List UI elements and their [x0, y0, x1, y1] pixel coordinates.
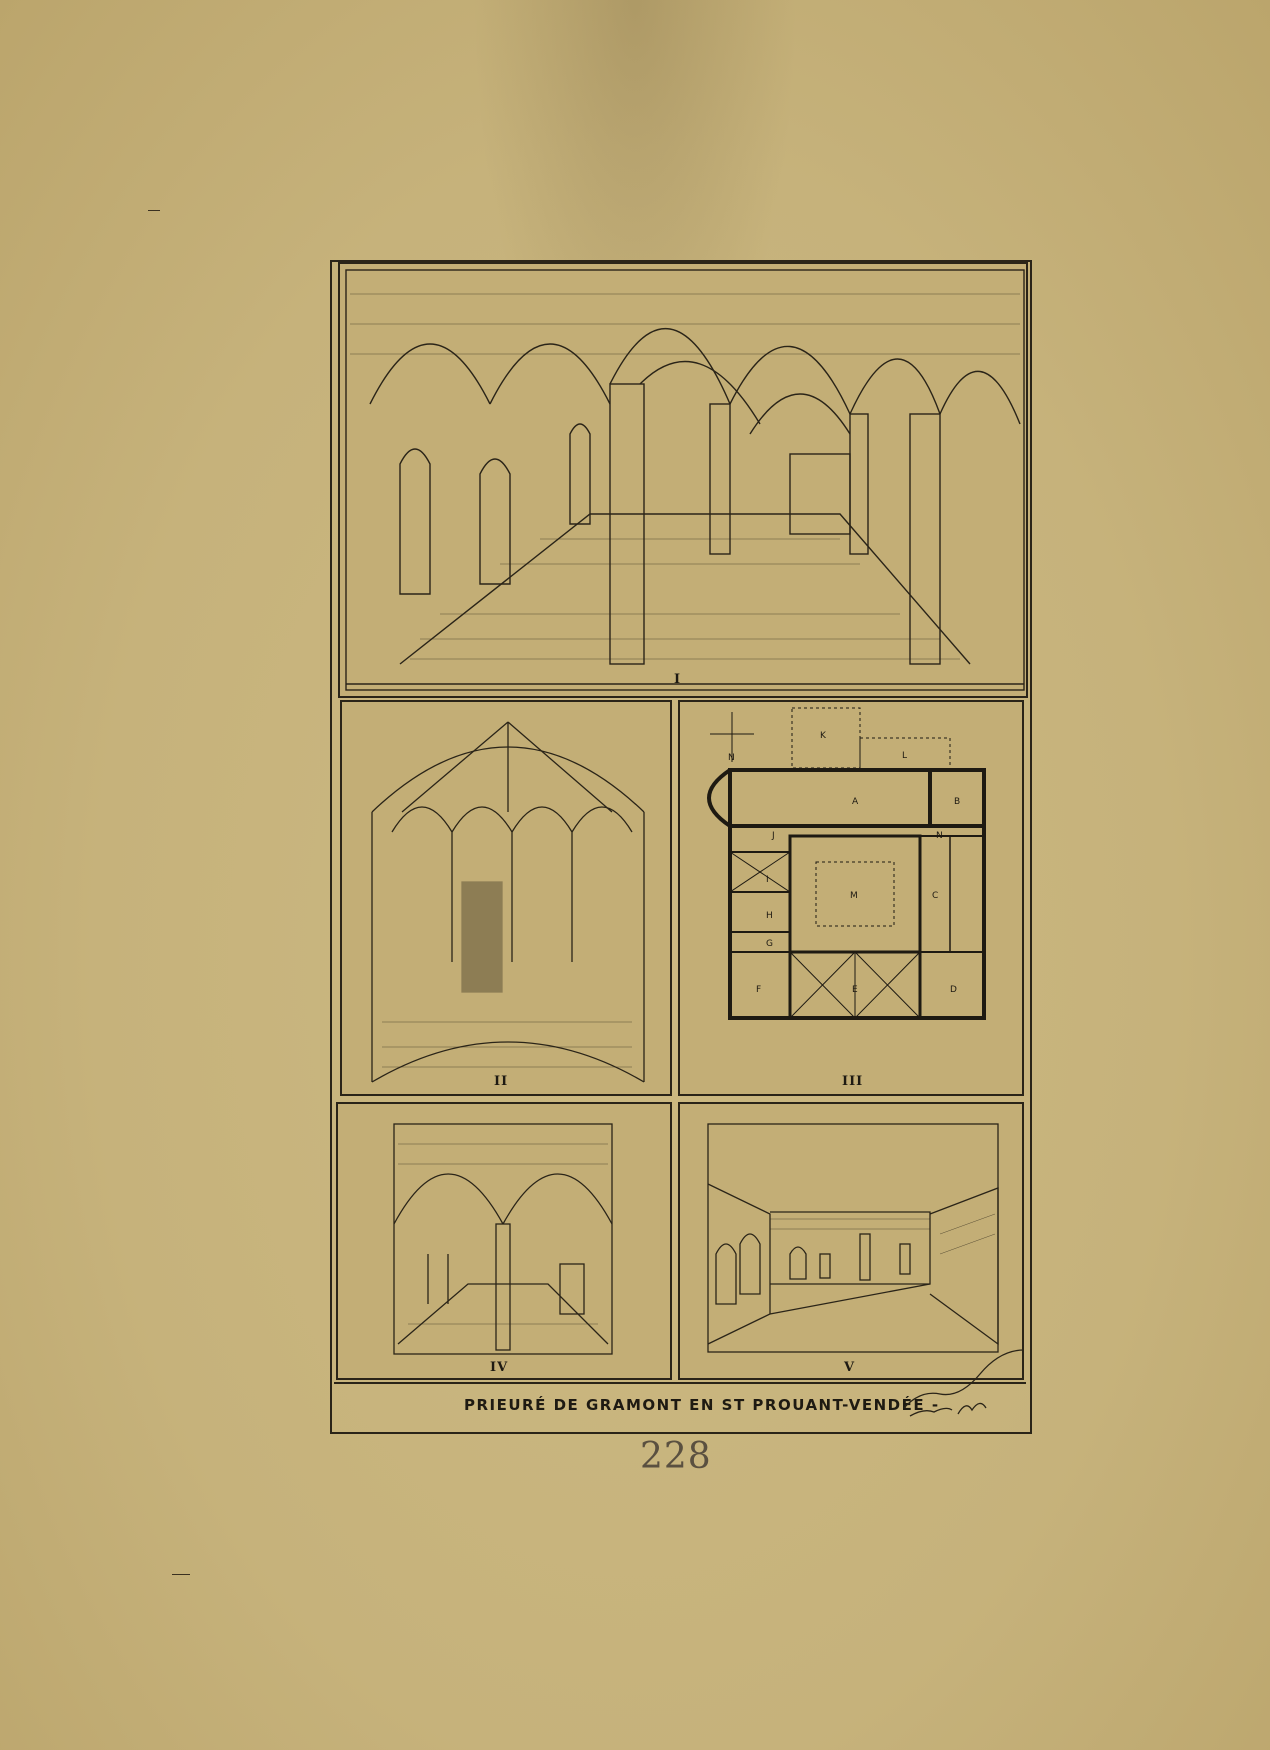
- plan-label-f: F: [756, 985, 761, 995]
- plan-label-m: M: [850, 891, 858, 901]
- plate-frame: [330, 260, 1032, 1434]
- plan-label-k: K: [820, 731, 827, 741]
- caption-bar: PRIEURÉ DE GRAMONT EN ST PROUANT-VENDÉE …: [334, 1382, 1026, 1428]
- vaulted-hall-drawing: [345, 269, 1025, 691]
- plate-caption: PRIEURÉ DE GRAMONT EN ST PROUANT-VENDÉE …: [464, 1396, 940, 1414]
- plan-label-n: N: [936, 831, 943, 841]
- plan-label-e: E: [852, 985, 858, 995]
- panel-numeral-v: V: [844, 1360, 856, 1375]
- panel-numeral-ii: II: [494, 1074, 509, 1089]
- panel-i-vaulted-hall: I: [338, 262, 1028, 698]
- plan-label-d: D: [950, 985, 957, 995]
- plan-label-j: J: [771, 831, 775, 841]
- page-number: 228: [640, 1436, 712, 1477]
- plan-label-g: G: [766, 939, 773, 949]
- artist-signature: [903, 1349, 1025, 1417]
- plan-label-h: H: [766, 911, 773, 921]
- plan-label-a: A: [852, 797, 859, 807]
- plan-label-b: B: [954, 797, 960, 807]
- panel-iii-ground-plan: N K L A B N J I H G M C F E D III: [678, 700, 1024, 1096]
- plan-compass-label: N: [728, 753, 735, 763]
- panel-iv-chapter-room: IV: [336, 1102, 672, 1380]
- apse-drawing: [371, 721, 645, 1083]
- margin-mark-bottom: [172, 1574, 190, 1575]
- plan-label-i: I: [766, 875, 769, 885]
- panel-v-courtyard: V: [678, 1102, 1024, 1380]
- ground-plan-drawing: N K L A B N J I H G M C F E D: [707, 707, 986, 1020]
- panel-numeral-iv: IV: [490, 1360, 509, 1375]
- plan-label-l: L: [902, 751, 907, 761]
- panel-ii-apse: II: [340, 700, 672, 1096]
- margin-mark-top: [148, 210, 160, 211]
- courtyard-drawing: [707, 1123, 999, 1353]
- panel-numeral-i: I: [674, 672, 682, 687]
- panel-numeral-iii: III: [842, 1074, 864, 1089]
- chapter-room-drawing: [393, 1123, 613, 1355]
- plan-label-c: C: [932, 891, 938, 901]
